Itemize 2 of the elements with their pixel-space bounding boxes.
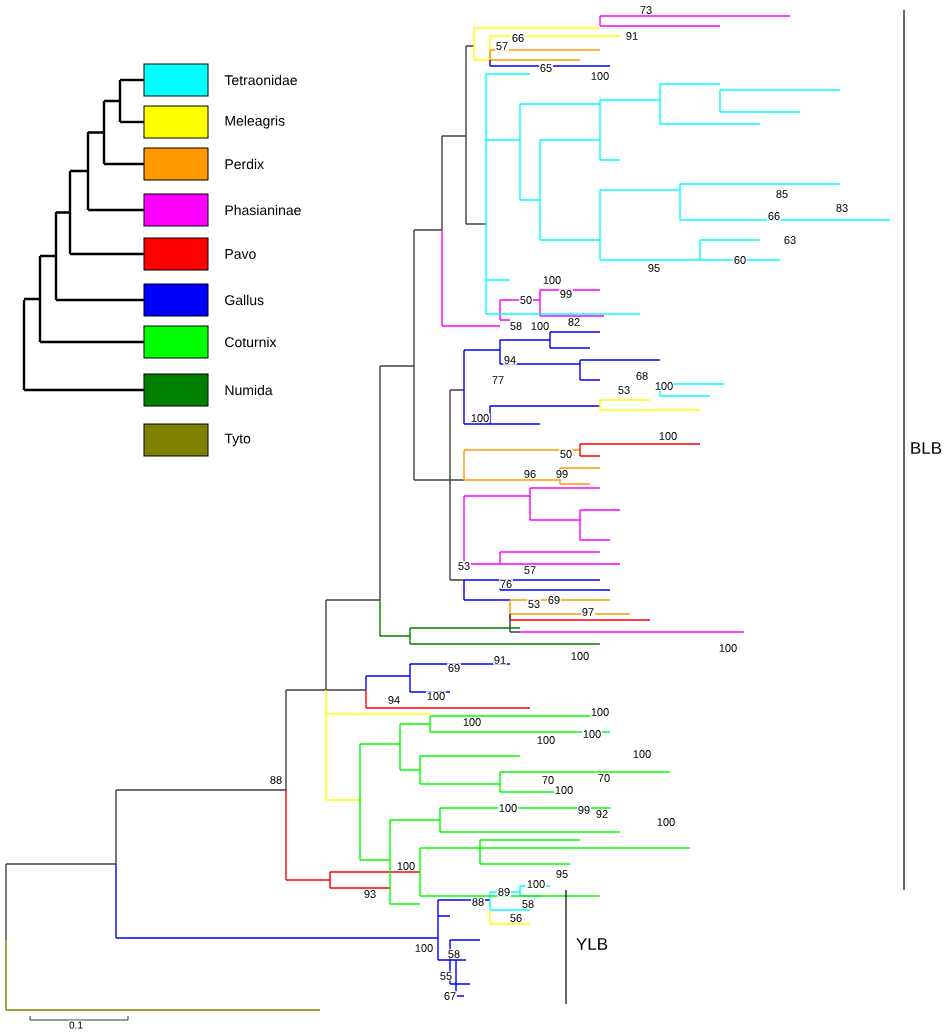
- clade-label: YLB: [575, 937, 609, 951]
- clade-label: BLB: [909, 441, 943, 455]
